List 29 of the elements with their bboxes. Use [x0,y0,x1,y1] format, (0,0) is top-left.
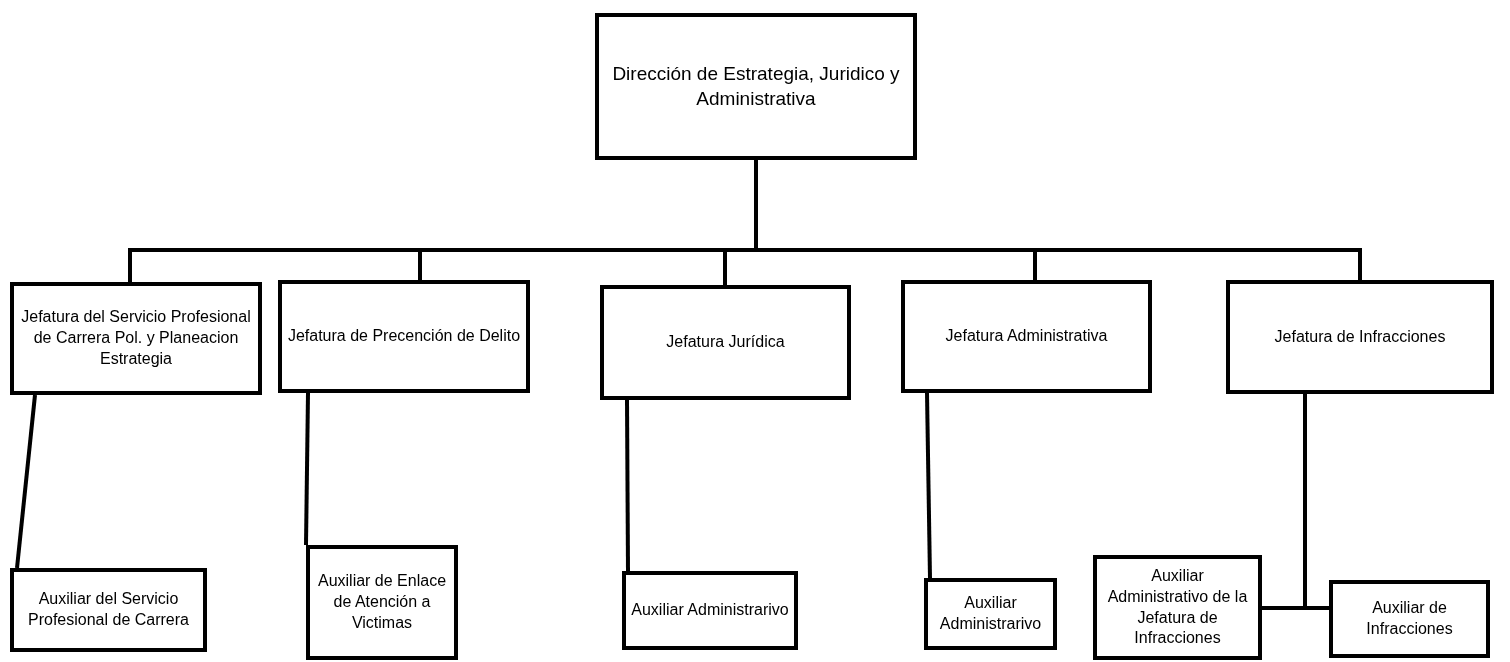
box-label: Auxiliar Administrarivo [938,593,1043,634]
org-box [595,13,917,160]
connector-line [625,400,630,571]
org-box [901,280,1152,393]
connector-line [15,394,37,569]
box-label: Jefatura Jurídica [666,332,785,353]
org-box [10,568,207,652]
org-box [10,282,262,395]
box-label: Auxiliar de Infracciones [1365,598,1454,639]
org-box [924,578,1057,650]
box-label: Jefatura de Infracciones [1274,326,1446,347]
box-label: Auxiliar del Servicio Profesional de Carrera [27,589,190,630]
org-box [1093,555,1262,660]
org-box [278,280,530,393]
box-label: Auxiliar Administrativo de la Jefatura de Infracciones [1106,565,1249,649]
connector-line [1303,394,1329,610]
box-label: Jefatura de Precención de Delito [287,326,521,347]
box-label: Dirección de Estrategia, Juridico y Administrativa [611,61,901,111]
connector-line [925,392,932,579]
connector-line [304,392,310,546]
box-label: Jefatura Administrativa [945,326,1108,347]
org-box [1329,580,1490,658]
org-box [306,545,458,660]
box-label: Jefatura del Servicio Profesional de Carrera Pol. y Planeacion Estrategia [20,307,252,369]
box-label: Auxiliar de Enlace de Atención a Victimas [316,571,448,633]
org-box [1226,280,1494,394]
org-box [600,285,851,400]
box-label: Auxiliar Administrarivo [631,600,789,621]
org-box [622,571,798,650]
